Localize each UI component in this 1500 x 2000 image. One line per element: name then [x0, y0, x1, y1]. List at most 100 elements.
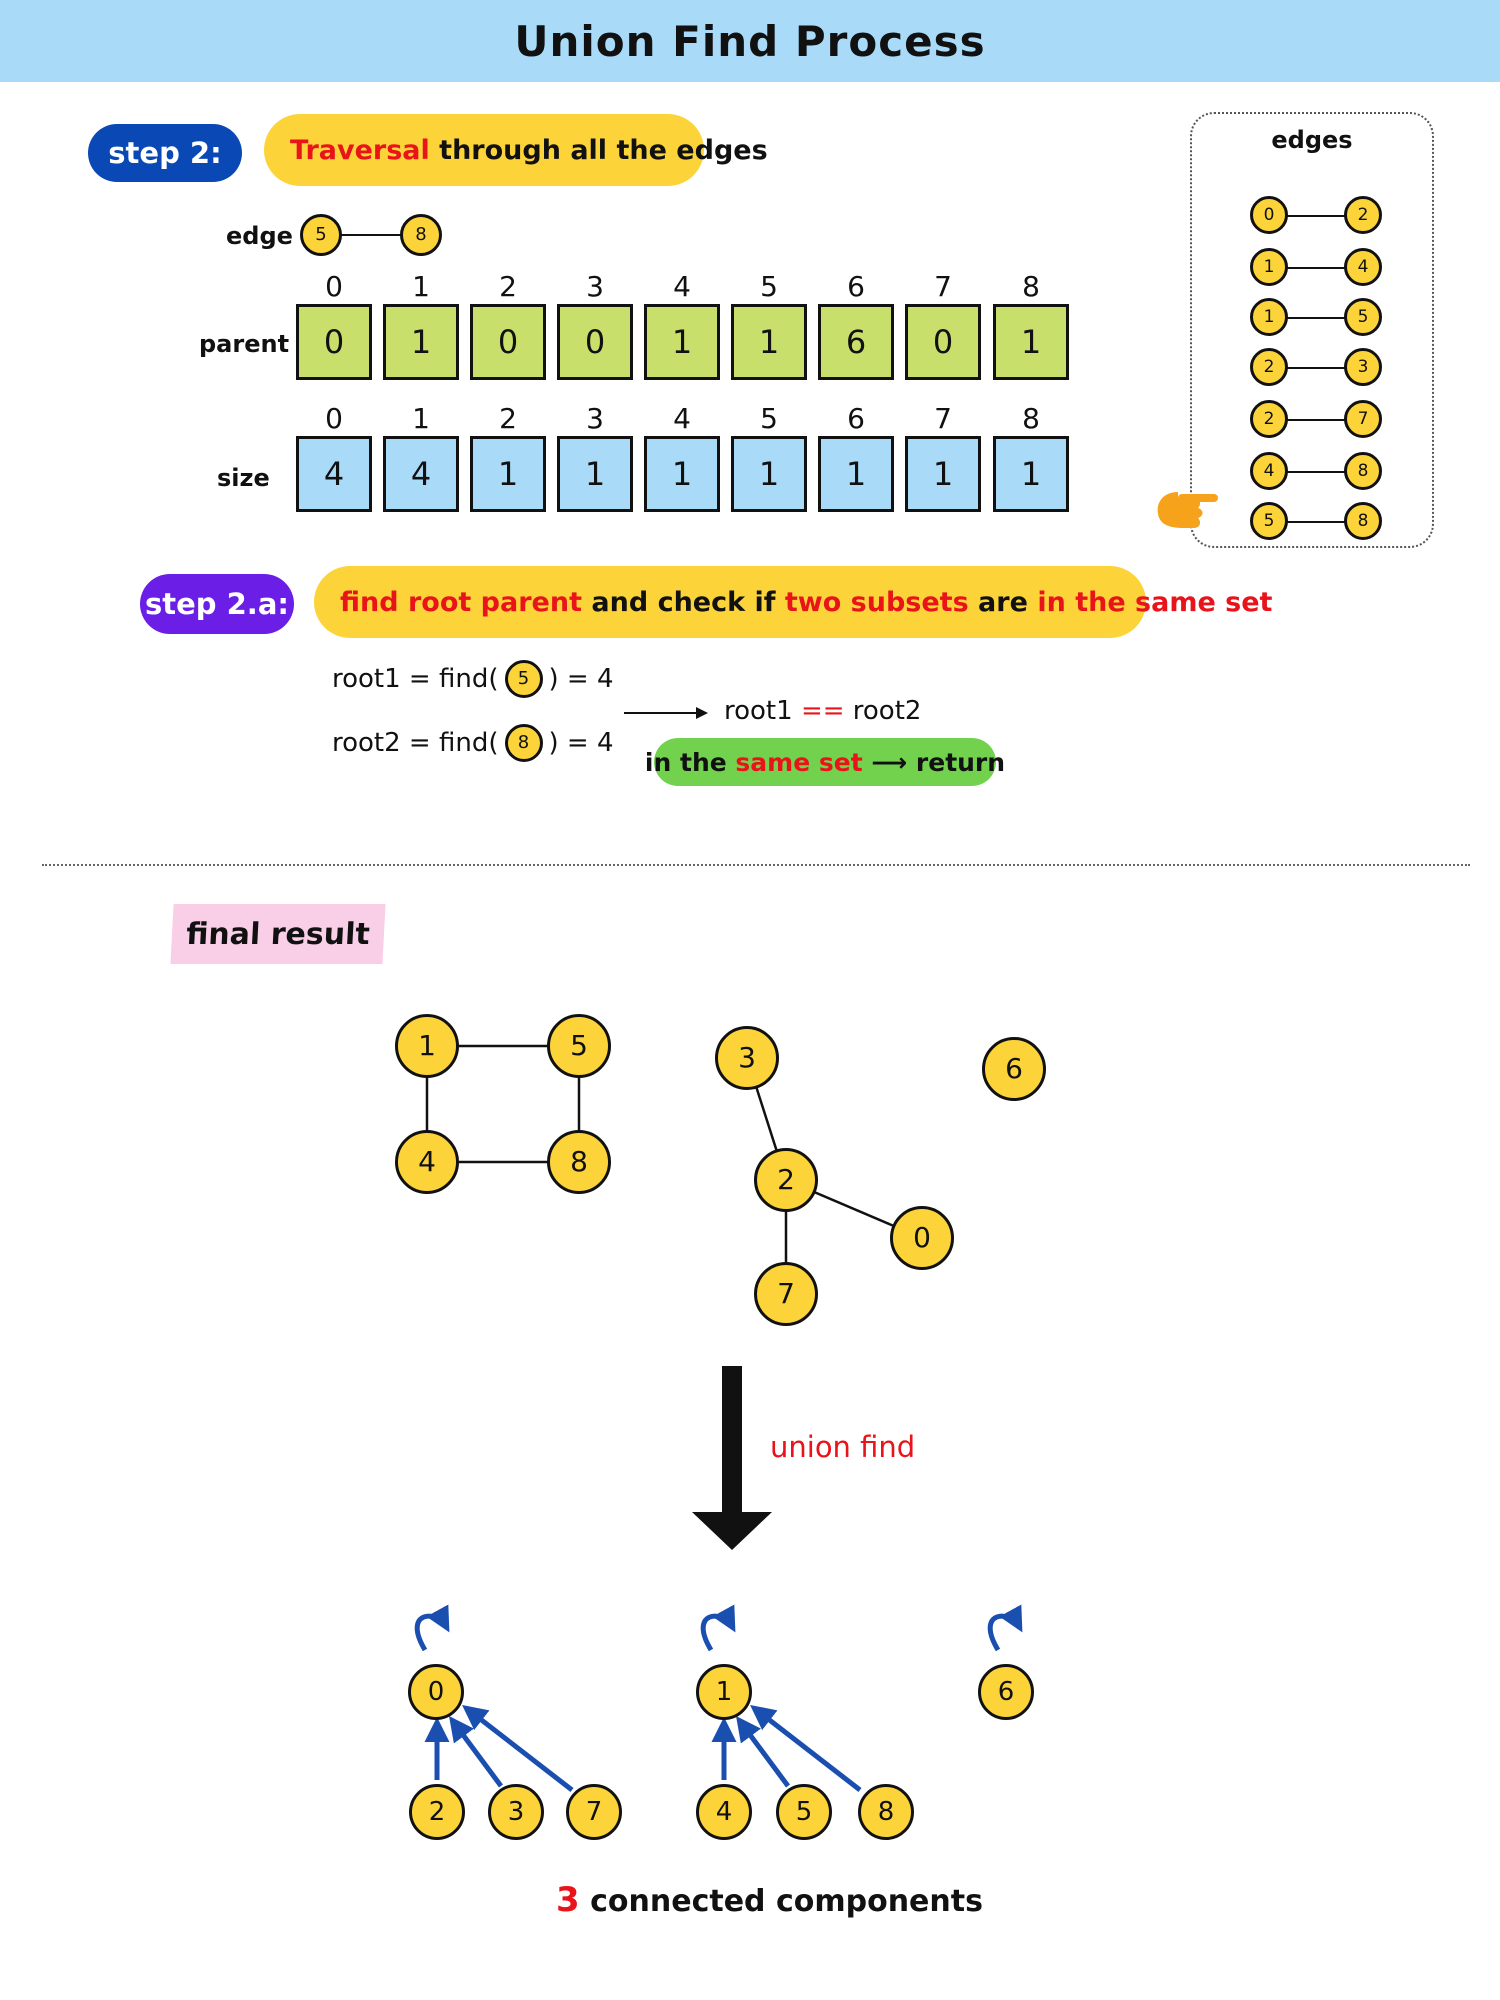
- size-index: 6: [847, 402, 865, 435]
- root1-formula: root1 = find( 5 ) = 4: [332, 660, 614, 698]
- step-2a-seg2: and check if: [582, 586, 785, 618]
- edge-node-b: 8: [400, 214, 442, 256]
- edge-list-node: 8: [1344, 452, 1382, 490]
- parent-cell: 1: [993, 304, 1069, 380]
- tree-node: 5: [776, 1784, 832, 1840]
- graph-node: 5: [547, 1014, 611, 1078]
- size-index: 4: [673, 402, 691, 435]
- step-2a-banner: find root parent and check if two subset…: [314, 566, 1272, 638]
- edges-panel-title: edges: [1271, 126, 1353, 154]
- edge-list-node: 5: [1344, 298, 1382, 336]
- size-index: 7: [934, 402, 952, 435]
- edges-panel: edges 0 2 1 4 1 5 2 3 2 7 4 8 5 8: [1190, 112, 1434, 548]
- header-bar: Union Find Process: [0, 0, 1500, 82]
- edge-list-line: [1272, 317, 1352, 319]
- edge-list-node: 1: [1250, 298, 1288, 336]
- size-cell: 1: [644, 436, 720, 512]
- size-label: size: [217, 464, 270, 492]
- root2-formula: root2 = find( 8 ) = 4: [332, 724, 614, 762]
- step-2a-seg3: two subsets: [784, 586, 969, 618]
- union-find-label: union find: [770, 1430, 916, 1464]
- size-index: 8: [1022, 402, 1040, 435]
- parent-index: 3: [586, 270, 604, 303]
- parent-index: 6: [847, 270, 865, 303]
- edge-list-node: 2: [1344, 196, 1382, 234]
- step-2a-badge: step 2.a:: [140, 574, 294, 634]
- tree-node: 6: [978, 1664, 1034, 1720]
- page-title: Union Find Process: [514, 16, 986, 66]
- graph-node: 1: [395, 1014, 459, 1078]
- parent-index: 4: [673, 270, 691, 303]
- graph-node: 0: [890, 1206, 954, 1270]
- edge-list-line: [1272, 367, 1352, 369]
- edge-node-a: 5: [300, 214, 342, 256]
- tree-node: 3: [488, 1784, 544, 1840]
- graph-node: 6: [982, 1037, 1046, 1101]
- root-compare: root1 == root2: [724, 696, 922, 726]
- parent-label: parent: [199, 330, 290, 358]
- size-index: 2: [499, 402, 517, 435]
- size-cell: 4: [296, 436, 372, 512]
- banner-text: through all the edges: [429, 134, 768, 166]
- graph-node: 2: [754, 1148, 818, 1212]
- edge-list-line: [1272, 215, 1352, 217]
- parent-cell: 0: [905, 304, 981, 380]
- tree-node: 2: [409, 1784, 465, 1840]
- tree-node: 1: [696, 1664, 752, 1720]
- parent-cell: 1: [644, 304, 720, 380]
- graph-node: 7: [754, 1262, 818, 1326]
- parent-index: 8: [1022, 270, 1040, 303]
- step-2-badge: step 2:: [88, 124, 242, 182]
- parent-index: 2: [499, 270, 517, 303]
- edge-list-node: 8: [1344, 502, 1382, 540]
- parent-cell: 1: [731, 304, 807, 380]
- edge-list-node: 5: [1250, 502, 1288, 540]
- final-result-tag: final result: [170, 904, 386, 964]
- edge-list-node: 1: [1250, 248, 1288, 286]
- size-cell: 1: [993, 436, 1069, 512]
- graph-node: 8: [547, 1130, 611, 1194]
- parent-index: 0: [325, 270, 343, 303]
- edge-list-node: 7: [1344, 400, 1382, 438]
- size-cell: 1: [470, 436, 546, 512]
- edge-list-line: [1272, 521, 1352, 523]
- step-2-banner: Traversal through all the edges: [264, 114, 768, 186]
- root1-node: 5: [504, 660, 543, 698]
- root2-node: 8: [504, 724, 543, 762]
- edge-list-line: [1272, 471, 1352, 473]
- edge-list-node: 4: [1344, 248, 1382, 286]
- size-cell: 1: [905, 436, 981, 512]
- parent-index: 7: [934, 270, 952, 303]
- step-2a-seg4: are: [968, 586, 1038, 618]
- parent-index: 1: [412, 270, 430, 303]
- size-index: 0: [325, 402, 343, 435]
- graph-node: 4: [395, 1130, 459, 1194]
- graph-node: 3: [715, 1026, 779, 1090]
- parent-index: 5: [760, 270, 778, 303]
- size-index: 1: [412, 402, 430, 435]
- section-divider: [42, 864, 1470, 866]
- tree-node: 0: [408, 1664, 464, 1720]
- size-cell: 4: [383, 436, 459, 512]
- parent-cell: 0: [296, 304, 372, 380]
- edge-list-node: 3: [1344, 348, 1382, 386]
- edge-list-node: 0: [1250, 196, 1288, 234]
- edge-list-node: 4: [1250, 452, 1288, 490]
- banner-highlight: Traversal: [290, 134, 430, 166]
- tree-node: 4: [696, 1784, 752, 1840]
- edge-list-line: [1272, 267, 1352, 269]
- components-count: 3 connected components: [556, 1880, 983, 1920]
- parent-cell: 1: [383, 304, 459, 380]
- edge-line: [340, 234, 404, 236]
- step-2a-seg1: find root parent: [340, 586, 582, 618]
- tree-node: 8: [858, 1784, 914, 1840]
- edge-label: edge: [226, 222, 293, 250]
- size-index: 5: [760, 402, 778, 435]
- size-cell: 1: [557, 436, 633, 512]
- edge-list-node: 2: [1250, 400, 1288, 438]
- edge-list-line: [1272, 419, 1352, 421]
- step-2a-seg5: in the same set: [1037, 586, 1273, 618]
- same-set-result: in the same set ⟶ return: [645, 738, 1005, 786]
- edge-list-node: 2: [1250, 348, 1288, 386]
- parent-cell: 6: [818, 304, 894, 380]
